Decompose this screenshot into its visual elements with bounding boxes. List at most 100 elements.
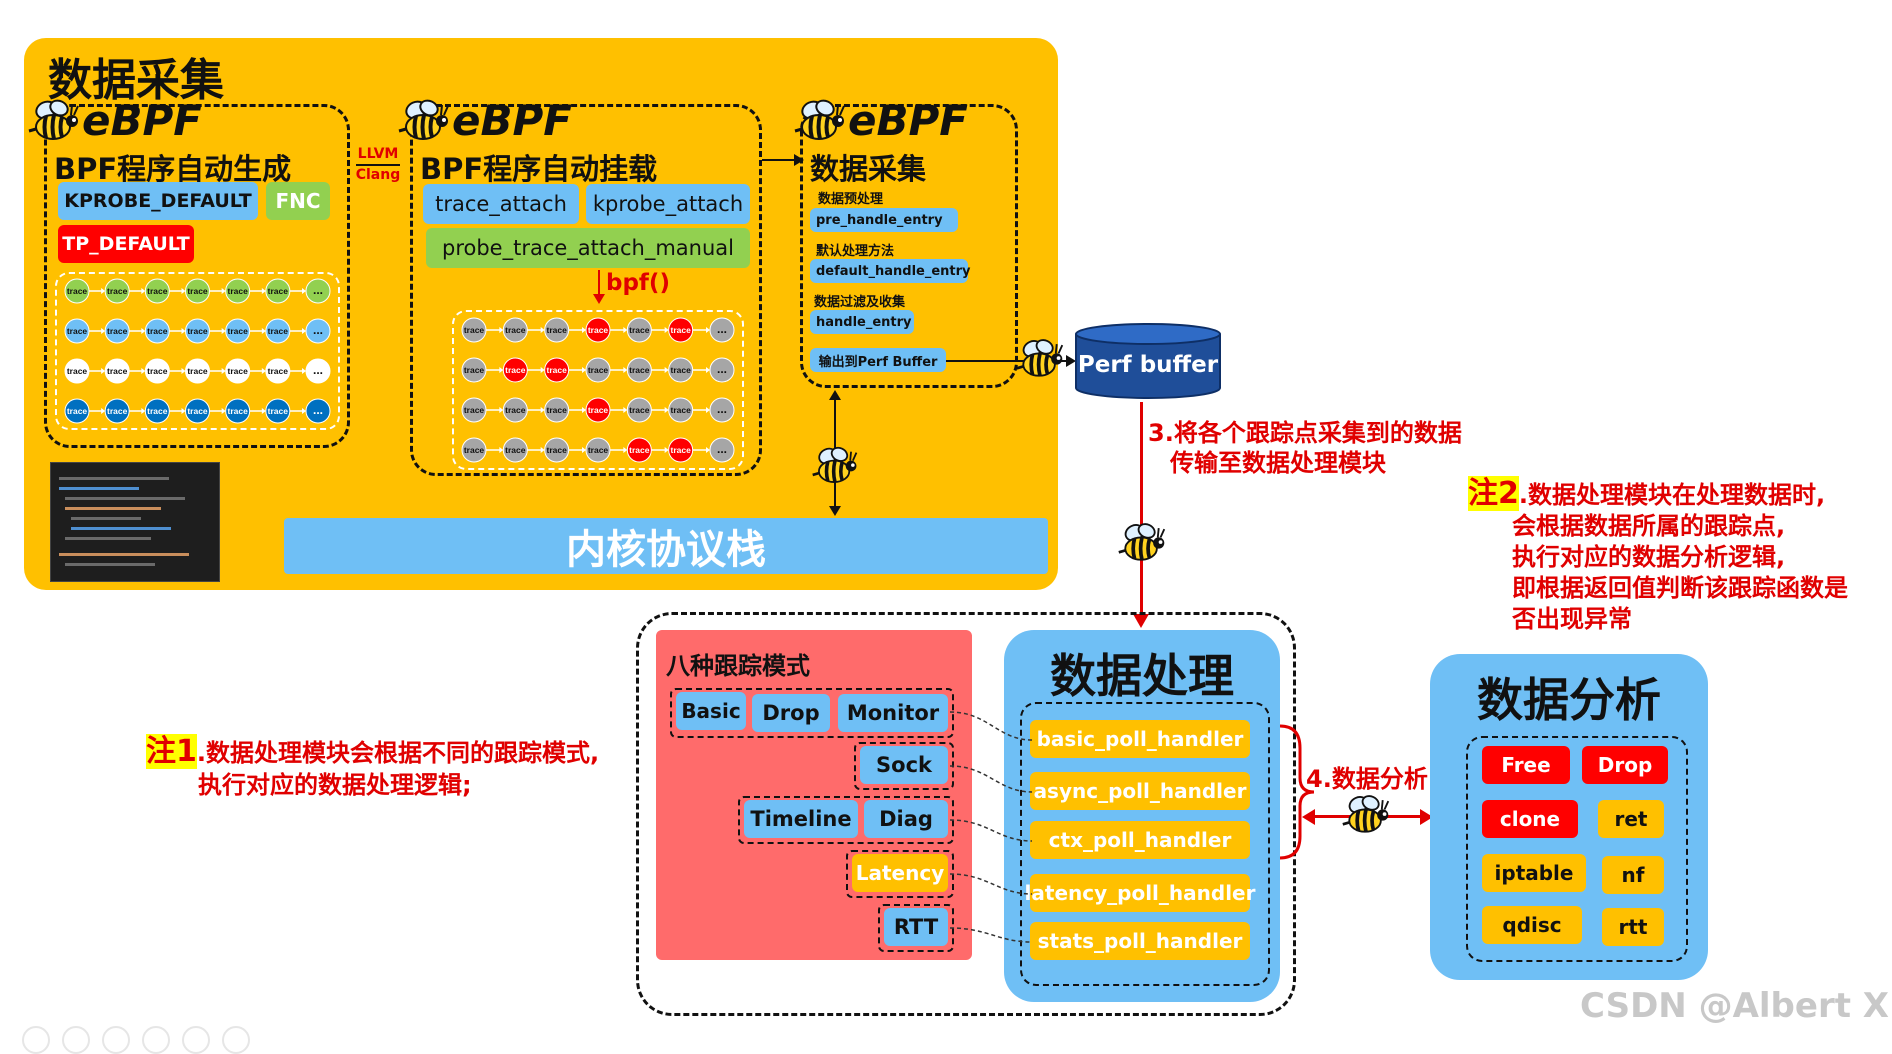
trace-node <box>225 358 251 384</box>
trace-node <box>502 437 528 463</box>
trace-node <box>144 278 170 304</box>
trace-link-arrow <box>302 368 306 374</box>
trace-link-arrow <box>499 407 504 413</box>
bpf-call-label: bpf() <box>606 270 670 296</box>
trace-node-more: ... <box>717 442 727 456</box>
attach-section <box>410 104 762 476</box>
trace-link-arrow <box>261 408 266 414</box>
note2-tag: 注2 <box>1468 476 1519 511</box>
processing-module-boundary <box>636 612 1296 1016</box>
analysis-rtt: rtt <box>1602 908 1664 946</box>
trace-link-arrow <box>141 328 146 334</box>
trace-link-arrow <box>582 367 586 373</box>
trace-node <box>585 357 611 383</box>
trace-node <box>585 437 611 463</box>
trace-node-label: trace <box>67 326 88 336</box>
trace-node <box>185 358 210 384</box>
gen-logo: eBPF <box>26 96 202 145</box>
trace-node <box>64 318 90 344</box>
trace-node <box>585 397 611 423</box>
trace-link-arrow <box>706 327 710 333</box>
trace-node-label: trace <box>588 325 609 335</box>
note2-line3: 执行对应的数据分析逻辑, <box>1512 543 1786 571</box>
note1: 注1.数据处理模块会根据不同的跟踪模式, 执行对应的数据处理逻辑; <box>146 734 599 801</box>
trace-node-label: trace <box>147 366 168 376</box>
trace-link-arrow <box>706 367 710 373</box>
step4-label: 4.数据分析 <box>1306 765 1428 793</box>
trace-node <box>265 358 291 384</box>
trace-node-label: trace <box>671 365 692 375</box>
trace-node <box>461 397 487 423</box>
trace-node-label: trace <box>505 325 526 335</box>
clang-label: Clang <box>355 167 401 183</box>
note2-line5: 否出现异常 <box>1512 605 1632 633</box>
trace-node <box>544 317 570 343</box>
trace-node <box>626 397 652 423</box>
data-analysis-title: 数据分析 <box>1477 673 1661 727</box>
trace-node-label: trace <box>228 286 249 296</box>
trace-node <box>544 357 570 383</box>
step3-bee <box>1116 520 1168 566</box>
note1-line2: 执行对应的数据处理逻辑; <box>198 771 472 799</box>
ebpf-logo-text: eBPF <box>848 96 968 145</box>
trace-node-label: trace <box>67 286 88 296</box>
trace-node-label: trace <box>67 366 88 376</box>
trace-link-arrow <box>540 447 545 453</box>
trace-node <box>225 398 251 424</box>
mode-drop: Drop <box>752 694 830 732</box>
step3-arrowhead <box>1133 614 1149 628</box>
trace-node-more: ... <box>717 402 727 416</box>
mode-timeline: Timeline <box>744 800 858 838</box>
trace-node-label: trace <box>464 365 485 375</box>
trace-node <box>626 317 652 343</box>
llvm-clang-label: LLVM Clang <box>352 146 404 184</box>
bee-icon <box>1342 795 1390 833</box>
note2-line4: 即根据返回值判断该跟踪函数是 <box>1512 574 1848 602</box>
trace-node <box>544 437 570 463</box>
analysis-qdisc: qdisc <box>1482 906 1582 944</box>
trace-node <box>668 397 694 423</box>
trace-link-arrow <box>101 408 106 414</box>
trace-link-arrow <box>499 367 504 373</box>
trace-link-arrow <box>582 327 586 333</box>
trace-node <box>305 398 331 424</box>
kernel-link-arrow-up <box>829 390 841 400</box>
gen-title: BPF程序自动生成 <box>54 152 292 186</box>
connector-arrowhead <box>794 154 804 166</box>
trace-link-arrow <box>582 447 586 453</box>
trace-node-label: trace <box>505 405 526 415</box>
trace-node-more: ... <box>717 362 727 376</box>
mode-monitor: Monitor <box>838 694 948 732</box>
trace-link-arrow <box>302 408 306 414</box>
kernel-link-arrow-down <box>829 506 841 516</box>
trace-node-label: trace <box>147 326 168 336</box>
trace-link-arrow <box>261 328 266 334</box>
trace-node <box>502 357 528 383</box>
circle-icon <box>182 1026 210 1054</box>
attach-title: BPF程序自动挂载 <box>420 152 658 186</box>
trace-node <box>305 358 331 384</box>
trace-node <box>668 317 694 343</box>
bee-icon <box>794 99 845 140</box>
trace-node <box>305 318 331 344</box>
trace-link-arrow <box>221 288 226 294</box>
trace-node-label: trace <box>228 366 249 376</box>
trace-node-label: trace <box>588 365 609 375</box>
trace-node <box>585 317 611 343</box>
mode-sock: Sock <box>860 746 948 784</box>
mode-diag: Diag <box>864 800 948 838</box>
gen-trace-grid-box <box>55 272 340 430</box>
trace-node <box>225 318 251 344</box>
trace-link-arrow <box>623 407 628 413</box>
circle-icon <box>142 1026 170 1054</box>
trace-node <box>709 437 735 463</box>
trace-node <box>64 358 90 384</box>
bee-icon <box>1118 523 1166 561</box>
trace-node <box>709 317 735 343</box>
handler-basic-poll: basic_poll_handler <box>1030 720 1250 758</box>
trace-node-label: trace <box>107 326 128 336</box>
chip-handle-entry: handle_entry <box>810 310 914 334</box>
trace-node-label: trace <box>228 326 249 336</box>
circle-icon <box>62 1026 90 1054</box>
data-section <box>800 104 1018 388</box>
